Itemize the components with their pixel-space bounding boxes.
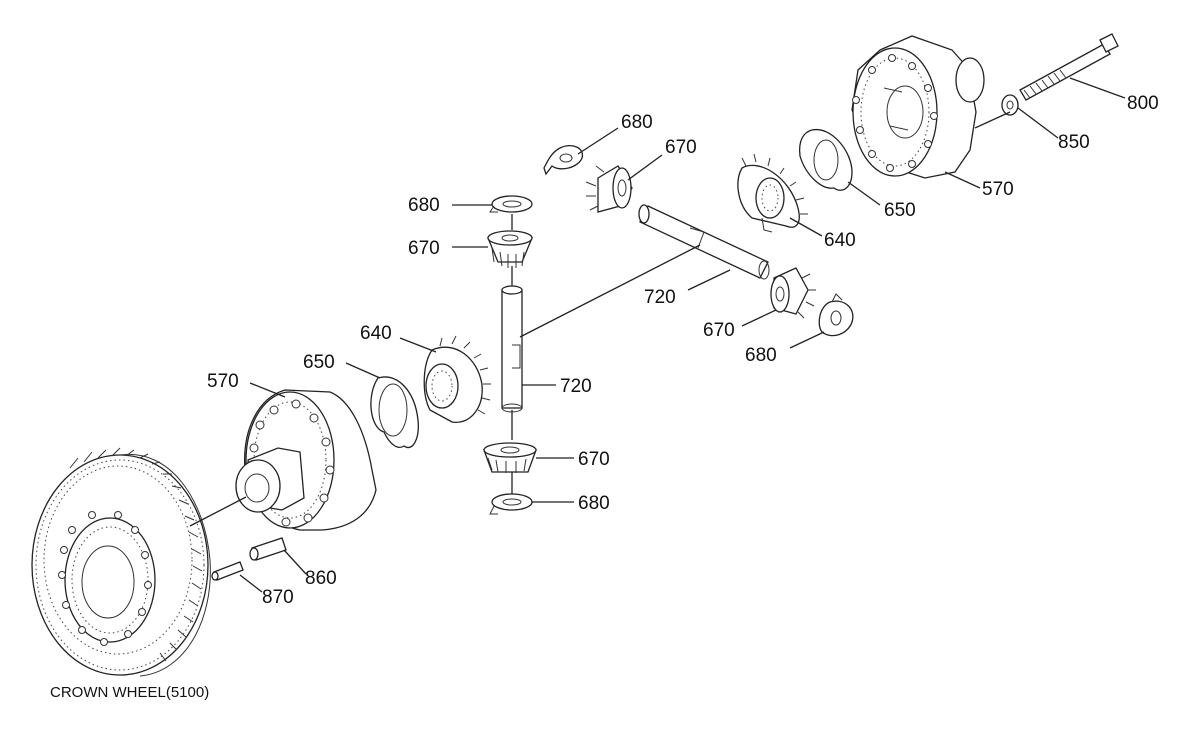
pinion-gear-lower bbox=[483, 442, 537, 473]
cross-shaft-diagonal bbox=[638, 204, 770, 280]
crown-wheel bbox=[31, 447, 211, 677]
leader-lines bbox=[189, 77, 1126, 593]
diff-case-right bbox=[851, 35, 985, 179]
label-680-top: 680 bbox=[621, 112, 653, 133]
label-720-center: 720 bbox=[560, 376, 592, 397]
label-640-left: 640 bbox=[360, 323, 392, 344]
washer-850 bbox=[1001, 94, 1019, 116]
label-800: 800 bbox=[1127, 93, 1159, 114]
side-gear-right bbox=[737, 153, 808, 233]
label-680-upper-left: 680 bbox=[408, 195, 440, 216]
label-570-right: 570 bbox=[982, 179, 1014, 200]
label-860: 860 bbox=[305, 568, 337, 589]
label-680-lower: 680 bbox=[578, 493, 610, 514]
label-670-top: 670 bbox=[665, 137, 697, 158]
label-680-right: 680 bbox=[745, 345, 777, 366]
label-670-right: 670 bbox=[703, 320, 735, 341]
label-870: 870 bbox=[262, 587, 294, 608]
thrust-washer-680-upper-left bbox=[489, 195, 533, 213]
pin-870 bbox=[211, 561, 244, 581]
crown-wheel-caption: CROWN WHEEL(5100) bbox=[50, 684, 209, 701]
pinion-gear-top bbox=[585, 165, 633, 213]
cross-shaft-vertical bbox=[501, 285, 523, 413]
label-850: 850 bbox=[1058, 132, 1090, 153]
thrust-washer-680-right bbox=[818, 293, 854, 337]
thrust-washer-680-lower bbox=[489, 493, 533, 515]
thrust-washer-680-top bbox=[543, 144, 584, 176]
label-670-upper-left: 670 bbox=[408, 238, 440, 259]
label-670-lower: 670 bbox=[578, 449, 610, 470]
pinion-gear-right bbox=[770, 267, 816, 319]
callout-labels: 800 850 570 650 640 680 670 680 670 720 … bbox=[50, 93, 1159, 701]
bolt-800 bbox=[1019, 33, 1119, 101]
label-720-right: 720 bbox=[644, 287, 676, 308]
label-650-left: 650 bbox=[303, 352, 335, 373]
thrust-washer-right bbox=[798, 129, 853, 191]
side-gear-left bbox=[423, 335, 491, 423]
pin-860 bbox=[249, 537, 287, 561]
label-570-left: 570 bbox=[207, 371, 239, 392]
diff-case-left bbox=[235, 389, 377, 531]
label-650-right: 650 bbox=[884, 200, 916, 221]
label-640-right: 640 bbox=[824, 230, 856, 251]
thrust-washer-left bbox=[370, 376, 419, 449]
pinion-gear-upper-left bbox=[487, 230, 533, 268]
